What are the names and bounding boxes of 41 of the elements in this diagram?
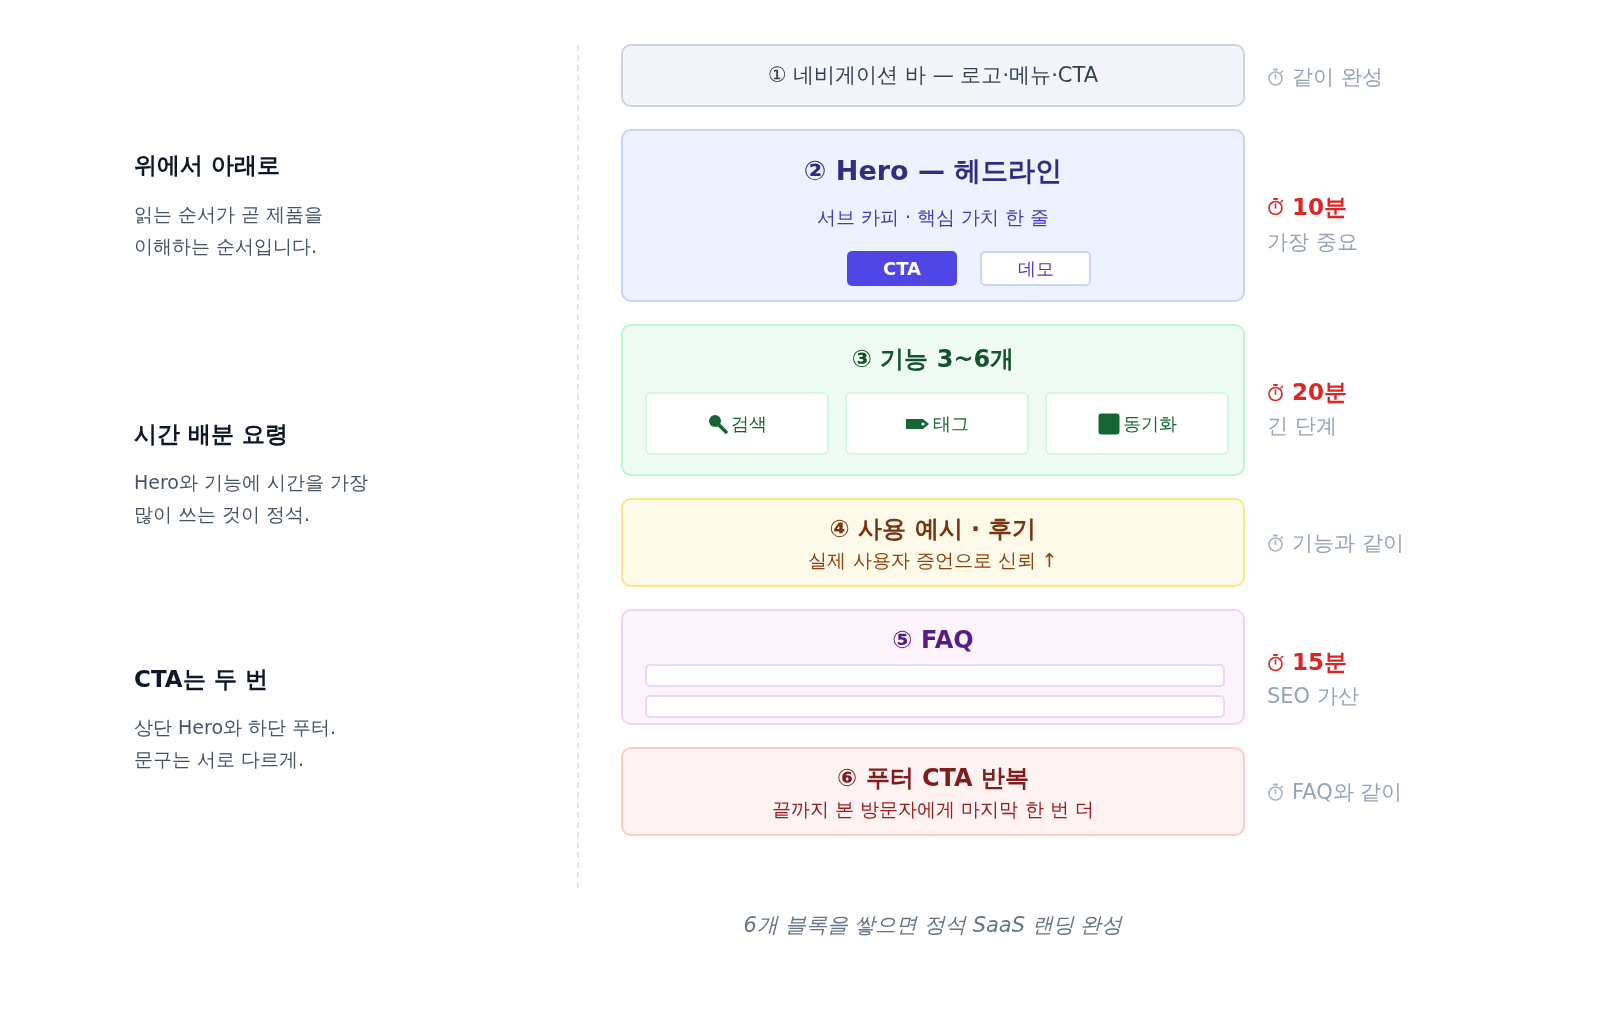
secondary-button: 데모 bbox=[980, 251, 1091, 286]
section-block bbox=[621, 747, 1245, 836]
time-note: 긴 단계 bbox=[1267, 413, 1337, 440]
time-estimate: 15분 bbox=[1292, 647, 1347, 677]
note-paragraph: 상단 Hero와 하단 푸터. 문구는 서로 다르게. bbox=[134, 715, 338, 772]
block-subtitle: 서브 카피 · 핵심 가치 한 줄 bbox=[816, 205, 1050, 229]
note-heading: 시간 배분 요령 bbox=[134, 420, 288, 449]
section-block bbox=[621, 498, 1245, 587]
time-note: FAQ와 같이 bbox=[1292, 778, 1403, 806]
note-paragraph: 읽는 순서가 곧 제품을 이해하는 순서입니다. bbox=[134, 202, 325, 259]
primary-button: CTA bbox=[847, 251, 957, 286]
feature-label: 검색 bbox=[731, 411, 767, 436]
feature-label: 태그 bbox=[933, 411, 969, 436]
note-heading: 위에서 아래로 bbox=[134, 151, 280, 180]
section-block bbox=[621, 44, 1245, 107]
feature-card bbox=[645, 392, 829, 455]
caption: 6개 블록을 쌓으면 정석 SaaS 랜딩 완성 bbox=[743, 912, 1123, 939]
block-title: ④ 사용 예시 · 후기 bbox=[829, 514, 1037, 544]
block-title: ⑤ FAQ bbox=[892, 625, 974, 655]
section-block bbox=[621, 609, 1245, 725]
block-title: ⑥ 푸터 CTA 반복 bbox=[836, 763, 1030, 793]
time-estimate: 10분 bbox=[1292, 192, 1347, 221]
time-note: SEO 가산 bbox=[1267, 683, 1359, 710]
placeholder-bar bbox=[645, 664, 1225, 687]
section-block bbox=[621, 129, 1245, 302]
block-title: ② Hero — 헤드라인 bbox=[803, 154, 1063, 188]
feature-card bbox=[1045, 392, 1229, 455]
note-heading: CTA는 두 번 bbox=[134, 665, 268, 694]
time-note: 같이 완성 bbox=[1292, 63, 1383, 91]
block-subtitle: 끝까지 본 방문자에게 마지막 한 번 더 bbox=[772, 797, 1094, 821]
time-note: 가장 중요 bbox=[1267, 228, 1358, 256]
placeholder-bar bbox=[645, 695, 1225, 718]
feature-label: 동기화 bbox=[1122, 411, 1177, 436]
feature-card bbox=[845, 392, 1029, 455]
block-title: ③ 기능 3~6개 bbox=[851, 344, 1015, 374]
note-paragraph: Hero와 기능에 시간을 가장 많이 쓰는 것이 정석. bbox=[134, 470, 370, 527]
time-note: 기능과 같이 bbox=[1292, 529, 1404, 557]
time-estimate: 20분 bbox=[1292, 377, 1347, 407]
block-subtitle: 실제 사용자 증언으로 신뢰 ↑ bbox=[808, 548, 1058, 572]
section-block bbox=[621, 324, 1245, 476]
block-title: ① 네비게이션 바 — 로고·메뉴·CTA bbox=[767, 62, 1099, 89]
